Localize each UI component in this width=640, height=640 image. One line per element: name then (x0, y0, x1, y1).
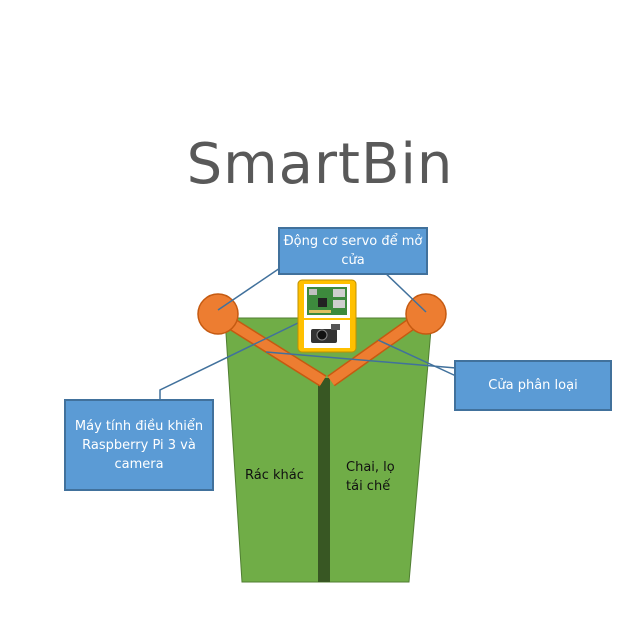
sorting-door-right-fill (328, 317, 417, 386)
callout-controller-text: Máy tính điều khiển Raspberry Pi 3 và ca… (74, 418, 204, 472)
camera-icon (304, 320, 350, 348)
callout-servo-motor-text: Động cơ servo để mở cửa (283, 234, 423, 268)
servo-motor-right (405, 293, 447, 335)
callout-servo-motor: Động cơ servo để mở cửa (278, 227, 428, 275)
diagram-title: SmartBin (186, 132, 454, 197)
compartment-label-other-waste: Rác khác (245, 466, 315, 485)
compartment-label-recyclable: Chai, lọ tái chế (346, 458, 406, 496)
callout-sorting-door: Cửa phân loại (454, 360, 612, 411)
compartment-label-recyclable-text: Chai, lọ tái chế (346, 460, 395, 494)
compartment-label-other-waste-text: Rác khác (245, 468, 304, 483)
raspberry-pi-board-icon (304, 284, 350, 318)
callout-controller: Máy tính điều khiển Raspberry Pi 3 và ca… (64, 399, 214, 491)
callout-sorting-door-text: Cửa phân loại (488, 378, 578, 393)
connector-lines (159, 267, 457, 400)
bin-divider (318, 378, 330, 582)
